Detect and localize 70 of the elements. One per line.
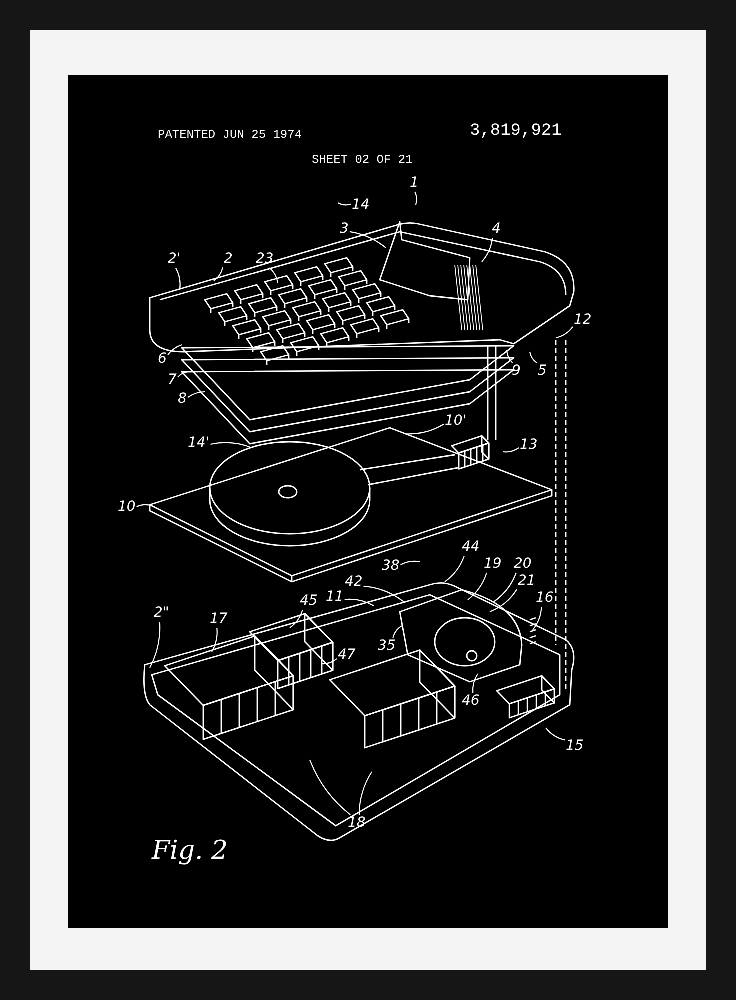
leader-line [350,231,386,248]
leader-line [482,238,494,262]
leader-line [472,674,478,694]
leader-line [444,556,466,582]
leader-line [546,728,566,741]
leader-line [269,268,279,284]
callout-number: 2 [224,252,233,267]
leader-line [490,589,518,612]
leader-line [556,326,574,339]
callout-number: 15 [566,739,584,754]
leader-line [188,391,206,398]
label-text: PATENTED JUN 25 1974 [158,128,302,142]
callout-number: 7 [168,373,177,388]
leader-line [494,572,517,602]
callout-number: 10' [445,414,467,429]
callout-number: 35 [378,639,396,654]
patent-number: 3,819,921 [470,122,562,141]
callout-number: 20 [514,557,532,572]
leader-line [400,560,420,566]
callout-number: 2" [154,606,170,621]
leader-line [414,192,418,206]
leader-line [214,267,224,282]
leader-line [468,572,488,600]
callout-number: 14' [188,436,210,451]
callout-number: 16 [536,591,554,606]
callout-number: 46 [462,694,480,709]
leader-line [344,598,374,606]
leader-line [502,448,520,453]
sheet-number: SHEET 02 OF 21 [312,153,413,167]
callout-number: 4 [492,222,501,237]
callout-number: 47 [338,648,356,663]
callout-number: 38 [382,559,400,574]
callout-number: 23 [256,252,274,267]
leader-line [532,606,542,630]
leader-line [358,772,372,816]
callout-number: 3 [340,222,349,237]
callout-number: 45 [300,594,318,609]
callout-number: 17 [210,612,228,627]
leader-line [364,586,404,602]
callout-number: 10 [118,500,136,515]
leader-line [178,371,188,378]
leader-line [404,424,444,435]
leader-line [290,610,304,628]
callout-number: 14 [352,198,370,213]
leader-line [392,626,402,638]
leader-line [210,442,252,449]
callout-number: 11 [326,590,344,605]
leader-line [529,352,538,364]
leader-line [506,350,514,364]
leader-line [175,268,181,290]
leader-line [338,202,352,206]
callout-number: 12 [574,313,592,328]
callout-number: 21 [518,574,536,589]
leader-line [322,658,338,665]
callout-number: 13 [520,438,538,453]
callout-number: 9 [512,364,521,379]
callout-number: 2' [168,252,181,267]
leader-line [212,628,218,652]
figure-caption: Fig. 2 [152,836,228,866]
callout-number: 19 [484,557,502,572]
leader-line [310,760,351,816]
leader-line [167,344,182,356]
leader-line [150,622,161,668]
callout-number: 6 [158,352,167,367]
callout-number: 8 [178,392,187,407]
leader-line [136,504,152,508]
callout-number: 5 [538,364,547,379]
callout-number: 44 [462,540,480,555]
callout-number: 42 [345,575,363,590]
callout-number: 1 [410,176,419,191]
